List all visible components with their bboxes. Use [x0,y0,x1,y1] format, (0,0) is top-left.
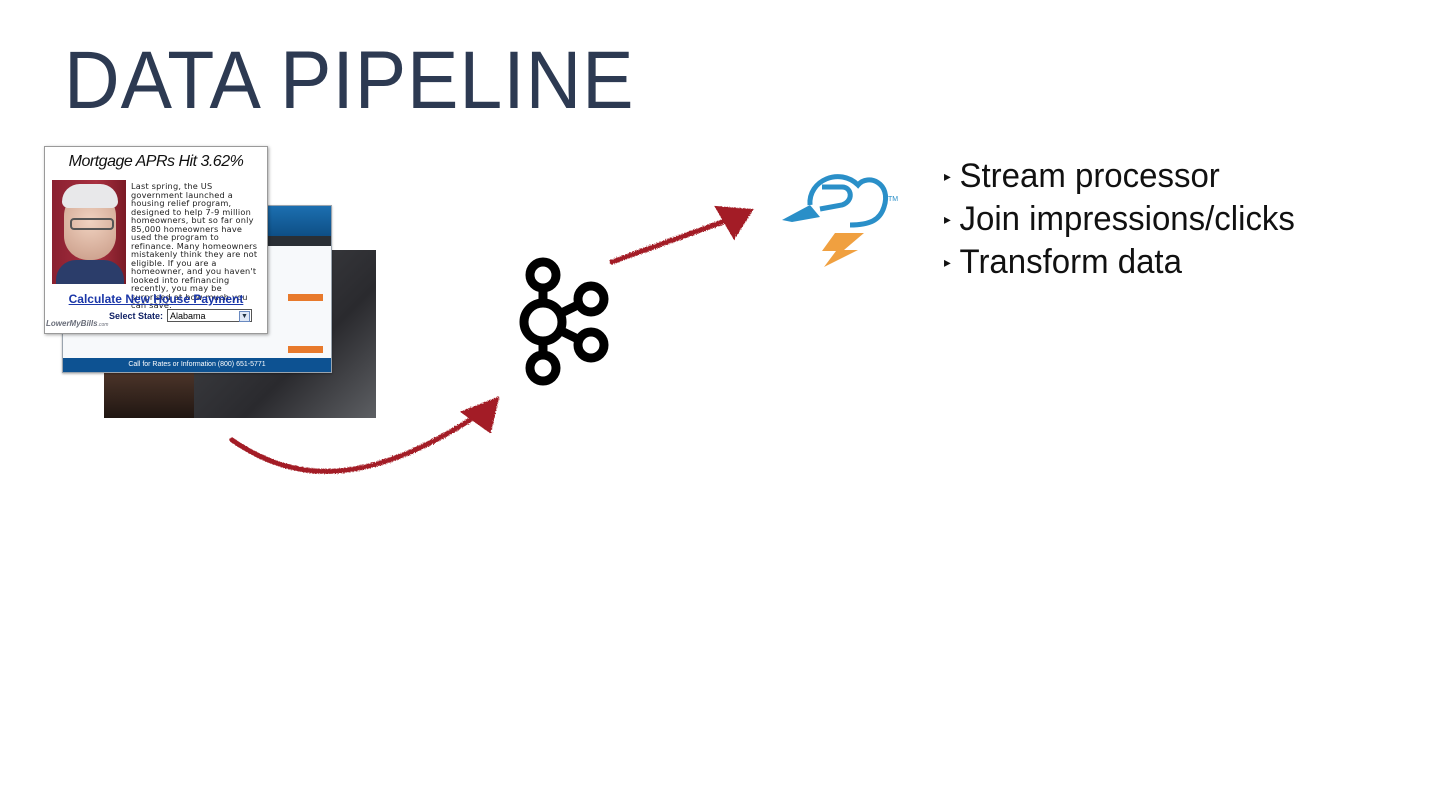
state-select[interactable]: Alabama ▼ [167,309,252,322]
kafka-logo-icon [519,257,609,386]
svg-text:TM: TM [888,196,898,203]
storm-logo-icon: TM [782,174,898,267]
bullet-item: Transform data [944,241,1295,284]
bullet-list: Stream processor Join impressions/clicks… [944,155,1306,284]
chevron-down-icon: ▼ [239,311,250,322]
ad-body-text: Last spring, the US government launched … [131,181,258,310]
calculate-payment-link[interactable]: Calculate New House Payment [68,292,244,306]
select-state-label: Select State: [109,311,164,321]
bullet-item: Stream processor [944,155,1295,198]
ad-headline: Mortgage APRs Hit 3.62% [68,153,244,170]
slide-title: DATA PIPELINE [64,35,635,126]
state-select-value: Alabama [170,311,206,321]
bullet-item: Join impressions/clicks [944,198,1295,241]
ad-footer: Call for Rates or Information (800) 651-… [63,358,331,372]
portrait-image [52,180,126,284]
arrow-ad-to-kafka-head [459,396,500,434]
lowermybills-logo: LowerMyBills.com [46,319,109,328]
arrow-ad-to-kafka [229,417,473,474]
arrow-kafka-to-storm-head [714,205,754,240]
arrow-kafka-to-storm [609,217,731,265]
mortgage-ad: Mortgage APRs Hit 3.62% Last spring, the… [44,146,268,334]
